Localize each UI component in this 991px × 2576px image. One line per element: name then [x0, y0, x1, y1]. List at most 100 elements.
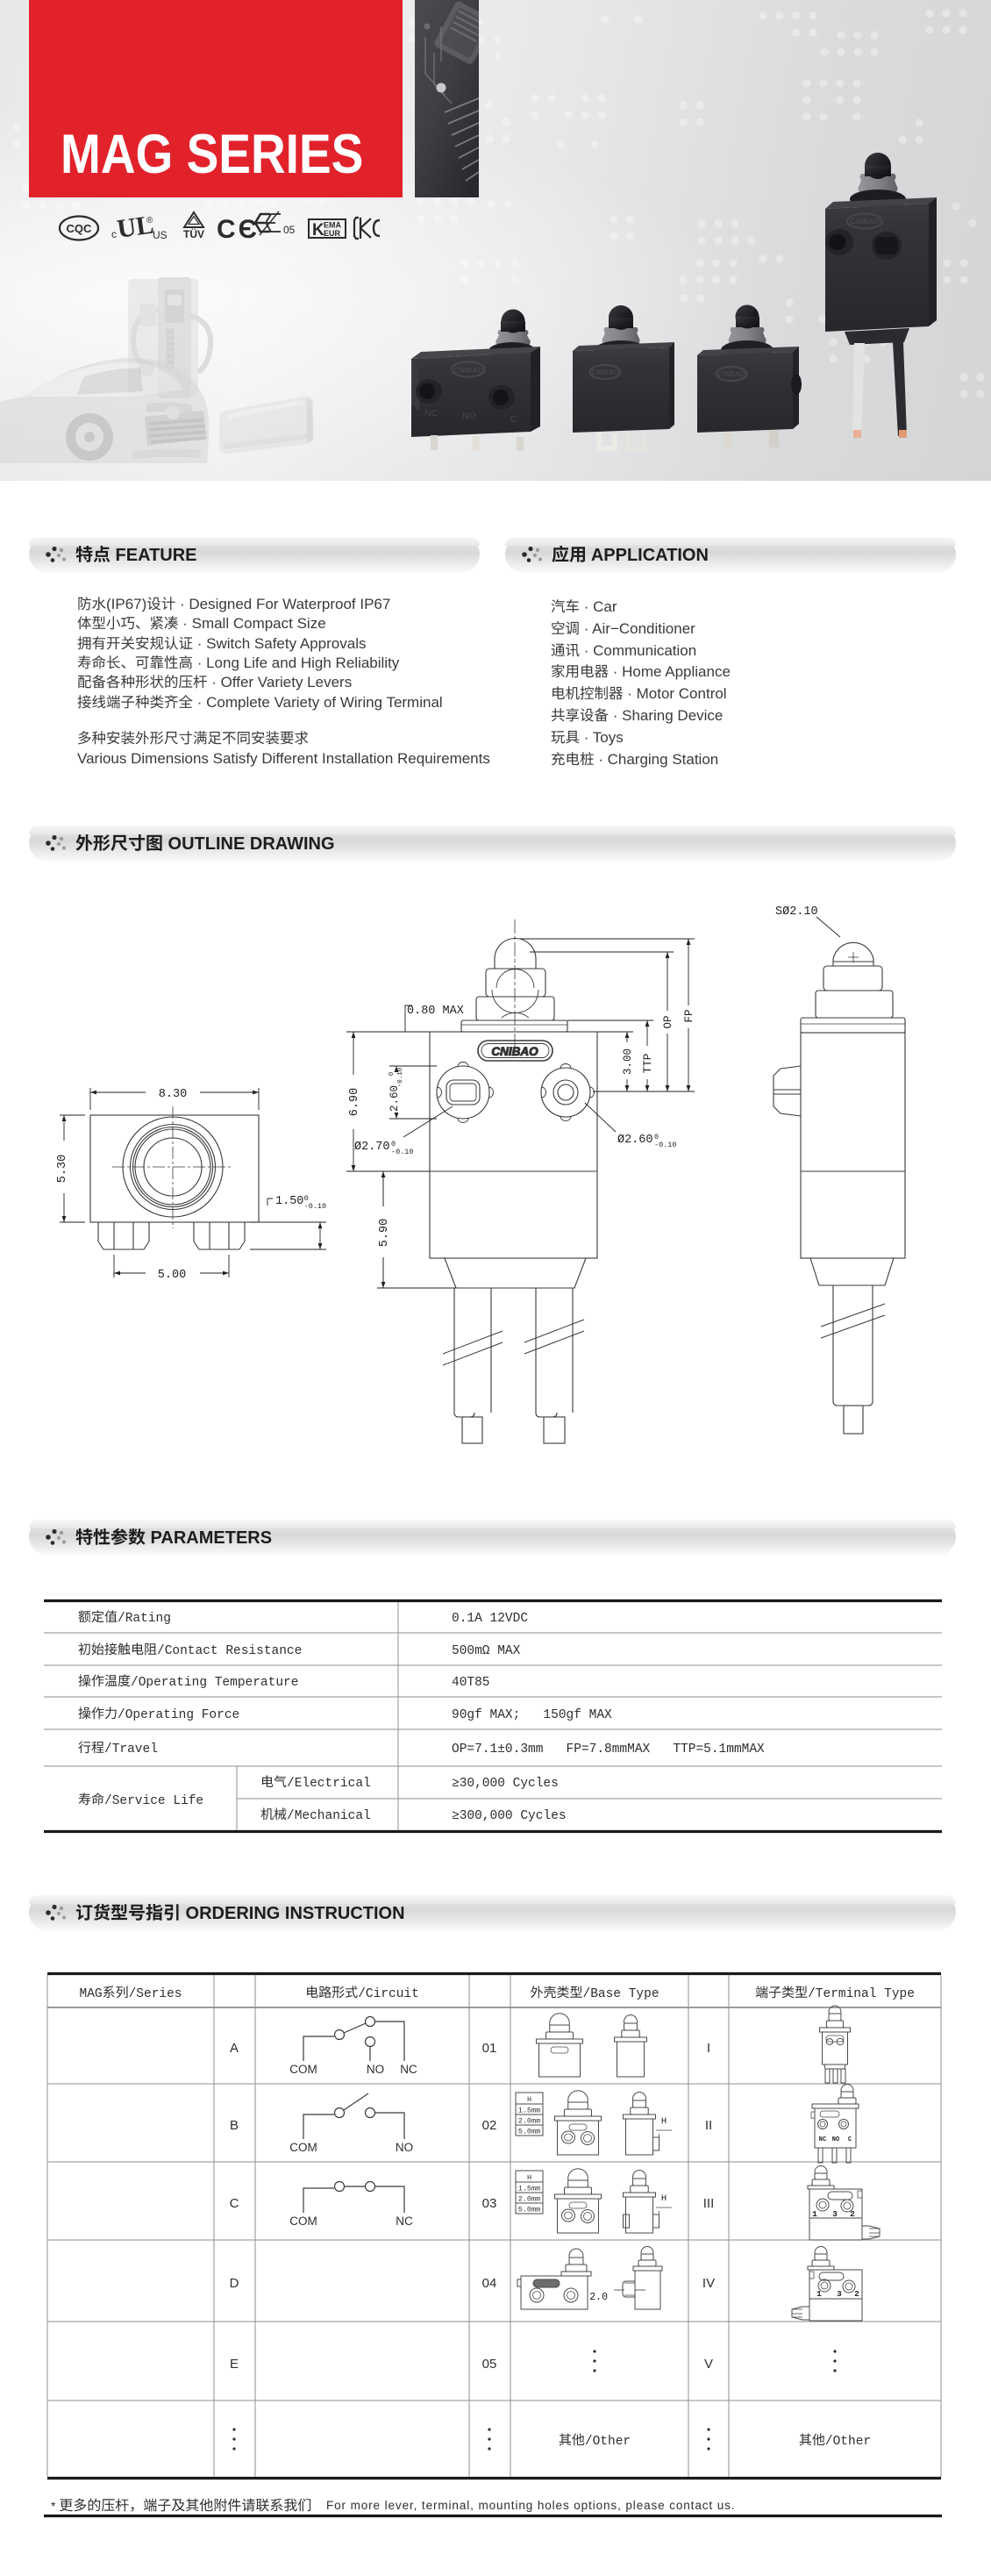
- svg-text:FP: FP: [683, 1009, 695, 1022]
- svg-text:CNIBAO: CNIBAO: [717, 370, 745, 378]
- svg-text:/Base Type: /Base Type: [583, 1987, 659, 2001]
- svg-text:/Operating Force: /Operating Force: [118, 1708, 239, 1722]
- svg-text:02: 02: [482, 2118, 497, 2133]
- svg-text:3.00: 3.00: [622, 1048, 634, 1075]
- svg-text:≥300,000 Cycles: ≥300,000 Cycles: [452, 1809, 567, 1823]
- svg-text:Ø2.70: Ø2.70: [354, 1141, 390, 1154]
- svg-text:E: E: [230, 2357, 239, 2372]
- svg-text:(IP67): (IP67): [106, 596, 146, 612]
- svg-text:OP: OP: [662, 1015, 674, 1028]
- svg-text:-0.10: -0.10: [654, 1141, 677, 1149]
- svg-text:H: H: [661, 2116, 667, 2127]
- svg-text:· Home Appliance: · Home Appliance: [609, 663, 731, 680]
- svg-text:*: *: [51, 2499, 59, 2513]
- svg-text:EUR: EUR: [324, 229, 341, 238]
- svg-text:COM: COM: [289, 2141, 317, 2154]
- svg-text:NO: NO: [367, 2063, 384, 2076]
- svg-text:0: 0: [304, 1194, 309, 1203]
- svg-text:· Complete Variety of Wiring T: · Complete Variety of Wiring Terminal: [193, 694, 443, 711]
- svg-text:5.90: 5.90: [378, 1219, 391, 1247]
- svg-text:US: US: [153, 229, 168, 241]
- svg-text:CNIBAO: CNIBAO: [453, 366, 483, 375]
- svg-text:CNIBAO: CNIBAO: [850, 217, 880, 225]
- svg-text:®: ®: [146, 216, 153, 225]
- svg-text:/Terminal Type: /Terminal Type: [808, 1987, 915, 2001]
- svg-text:OUTLINE DRAWING: OUTLINE DRAWING: [163, 834, 335, 854]
- svg-text:04: 04: [482, 2276, 497, 2291]
- svg-text:5.0mm: 5.0mm: [518, 2128, 541, 2136]
- svg-text:PARAMETERS: PARAMETERS: [146, 1528, 272, 1548]
- svg-text:8.30: 8.30: [159, 1088, 187, 1101]
- svg-text:TÜV: TÜV: [183, 227, 204, 240]
- svg-text:1: 1: [812, 2209, 817, 2219]
- svg-text:2.60: 2.60: [389, 1085, 401, 1112]
- svg-text:· Charging Station: · Charging Station: [595, 751, 719, 768]
- svg-text:0.1A 12VDC: 0.1A 12VDC: [452, 1612, 528, 1626]
- svg-text:2: 2: [850, 2209, 855, 2219]
- svg-text:For more lever, terminal, moun: For more lever, terminal, mounting holes…: [326, 2499, 735, 2512]
- svg-text:1.5mm: 1.5mm: [518, 2107, 541, 2115]
- svg-text:≥30,000 Cycles: ≥30,000 Cycles: [452, 1777, 559, 1791]
- svg-text:/Rating: /Rating: [118, 1612, 171, 1626]
- svg-text:COM: COM: [289, 2063, 317, 2076]
- svg-text:ORDERING INSTRUCTION: ORDERING INSTRUCTION: [181, 1904, 405, 1923]
- svg-text:1.50: 1.50: [275, 1195, 303, 1208]
- svg-text:-0.10: -0.10: [391, 1148, 414, 1156]
- svg-text:D: D: [230, 2276, 239, 2291]
- svg-text:NO: NO: [462, 411, 476, 421]
- svg-text:COM: COM: [289, 2215, 317, 2228]
- svg-text:NO: NO: [832, 2136, 839, 2143]
- svg-text:· Switch Safety Approvals: · Switch Safety Approvals: [193, 635, 366, 652]
- svg-text:CЄ: CЄ: [217, 215, 260, 244]
- svg-text:· Sharing Device: · Sharing Device: [609, 707, 723, 724]
- svg-text:FEATURE: FEATURE: [111, 546, 197, 565]
- svg-text:-0.10: -0.10: [397, 1067, 404, 1087]
- svg-text:H: H: [527, 2095, 531, 2104]
- svg-text:SØ2.10: SØ2.10: [775, 905, 818, 919]
- svg-text:/Service Life: /Service Life: [104, 1794, 203, 1808]
- svg-text:0: 0: [654, 1133, 659, 1141]
- svg-text:03: 03: [482, 2196, 497, 2211]
- svg-text:C: C: [230, 2196, 239, 2211]
- svg-text:A: A: [230, 2041, 239, 2056]
- svg-text:05: 05: [283, 224, 296, 236]
- svg-text:2.0mm: 2.0mm: [518, 2195, 541, 2204]
- svg-text:CNIBAO: CNIBAO: [591, 369, 619, 376]
- svg-text:C: C: [848, 2136, 852, 2143]
- svg-text:C: C: [510, 414, 517, 425]
- svg-text:05: 05: [482, 2357, 497, 2372]
- svg-text:2.0: 2.0: [589, 2292, 608, 2303]
- svg-text:2: 2: [854, 2289, 859, 2299]
- svg-text:I: I: [707, 2041, 710, 2056]
- svg-text:5.00: 5.00: [158, 1269, 186, 1282]
- svg-text:H: H: [527, 2173, 531, 2182]
- svg-text:UL: UL: [115, 210, 155, 243]
- svg-text:5.0mm: 5.0mm: [518, 2206, 541, 2215]
- svg-text:IV: IV: [702, 2276, 715, 2291]
- svg-text:/Operating Temperature: /Operating Temperature: [131, 1676, 298, 1690]
- svg-text:Various Dimensions Satisfy Dif: Various Dimensions Satisfy Different Ins…: [77, 750, 490, 767]
- svg-text:NO: NO: [396, 2141, 413, 2154]
- svg-text:· Offer Variety Levers: · Offer Variety Levers: [208, 674, 353, 691]
- svg-text:/Other: /Other: [585, 2435, 631, 2449]
- svg-text:90gf MAX; 150gf MAX: 90gf MAX; 150gf MAX: [452, 1708, 612, 1722]
- svg-text:40T85: 40T85: [452, 1676, 490, 1690]
- svg-text:0.80 MAX: 0.80 MAX: [407, 1005, 464, 1018]
- svg-text:-0.10: -0.10: [304, 1202, 327, 1211]
- svg-text:· Long Life and High Reliabili: · Long Life and High Reliability: [193, 655, 400, 671]
- svg-text:NC: NC: [819, 2136, 826, 2143]
- svg-text:· Car: · Car: [580, 598, 617, 615]
- svg-text:MAG: MAG: [80, 1987, 103, 2001]
- svg-text:/Electrical: /Electrical: [287, 1777, 371, 1791]
- svg-text:3: 3: [832, 2209, 838, 2219]
- svg-text:APPLICATION: APPLICATION: [587, 546, 709, 565]
- svg-text:1: 1: [816, 2289, 822, 2299]
- svg-text:Ø2.60: Ø2.60: [617, 1134, 653, 1147]
- svg-text:6.90: 6.90: [348, 1088, 361, 1116]
- svg-text:H: H: [661, 2193, 667, 2204]
- svg-text:K: K: [312, 221, 324, 240]
- svg-text:· Small Compact Size: · Small Compact Size: [179, 615, 326, 632]
- svg-text:B: B: [230, 2118, 239, 2133]
- svg-text:/Mechanical: /Mechanical: [287, 1809, 371, 1823]
- svg-text:· Communication: · Communication: [580, 642, 696, 659]
